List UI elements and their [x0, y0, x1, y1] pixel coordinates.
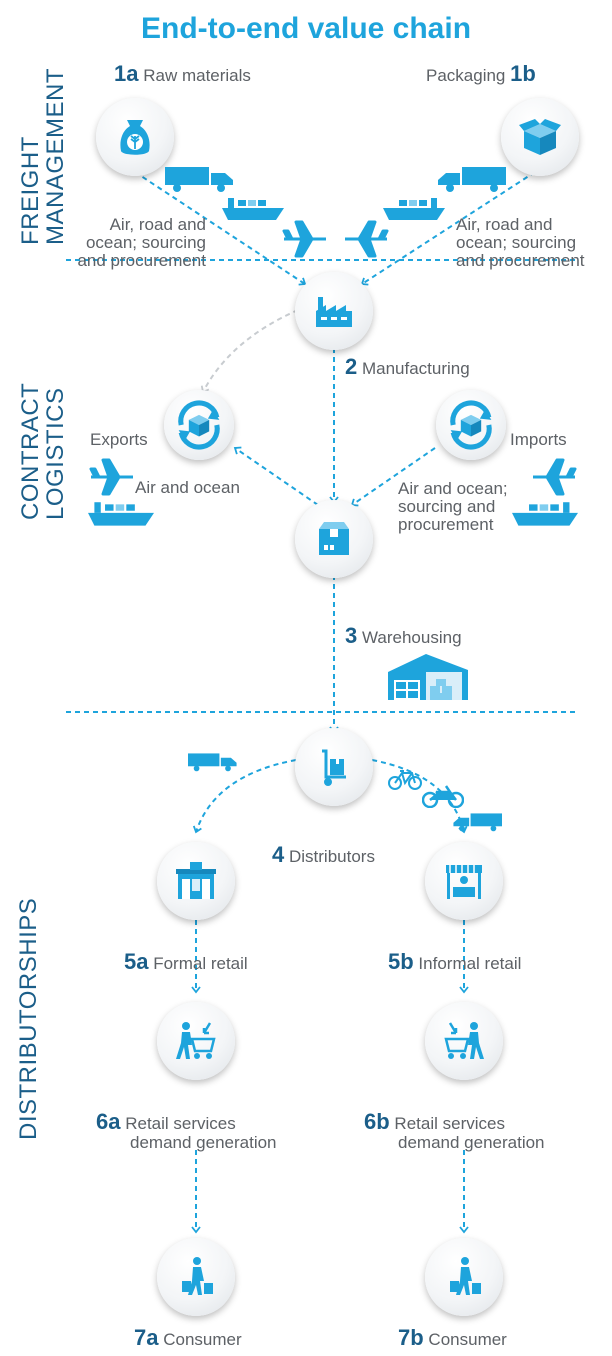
formal-retail-text: Formal retail [153, 954, 248, 973]
exports-airplane-icon [89, 458, 133, 496]
consumer-a-label: 7a Consumer [134, 1325, 242, 1350]
warehousing-label: 3 Warehousing [345, 623, 462, 648]
right-freight-line2: ocean; sourcing [456, 232, 577, 252]
packaging-text: Packaging [426, 66, 506, 85]
shopper-cart-icon-b [444, 1022, 484, 1059]
consumer-b-node [425, 1238, 503, 1316]
consumer-a-node [157, 1238, 235, 1316]
imports-mode-line3: procurement [398, 514, 494, 534]
informal-retail-text: Informal retail [418, 954, 522, 973]
arrow-warehouse-to-exports [233, 446, 319, 506]
motorbike-icon [422, 785, 464, 808]
left-freight-line1: Air, road and [109, 215, 206, 234]
air-and-ocean-label: Air and ocean [135, 478, 240, 497]
raw-materials-number: 1a [114, 61, 139, 86]
informal-retail-number: 5b [388, 949, 414, 974]
informal-retail-node [425, 842, 503, 920]
right-freight-note: Air, road and ocean; sourcing and procur… [456, 216, 585, 270]
sack-icon [120, 120, 150, 155]
consumer-b-text: Consumer [428, 1330, 507, 1349]
airplane-icon-right [345, 220, 389, 258]
imports-mode-line2: sourcing and [398, 496, 496, 516]
manufacturing-text: Manufacturing [361, 359, 470, 378]
truck-icon [165, 167, 233, 192]
formal-retail-number: 5a [124, 949, 149, 974]
imports-ship-icon [512, 502, 578, 526]
consumer-b-number: 7b [398, 1325, 424, 1350]
ship-icon [222, 198, 284, 220]
imports-mode-note: Air and ocean; sourcing and procurement [398, 480, 508, 534]
manufacturing-node [295, 272, 373, 350]
imports-node [436, 390, 506, 460]
retail-services-a-node [157, 1002, 235, 1080]
distributors-node [295, 728, 373, 806]
warehouse-building-icon [388, 654, 468, 700]
retail-services-a-line1: Retail services [125, 1114, 236, 1133]
open-box-icon [519, 119, 561, 155]
informal-retail-label: 5b Informal retail [388, 949, 522, 974]
retail-services-b-node [425, 1002, 503, 1080]
left-freight-line2: ocean; sourcing [85, 232, 206, 252]
retail-services-a-line2: demand generation [130, 1133, 277, 1153]
packaging-number: 1b [510, 61, 536, 86]
warehousing-text: Warehousing [361, 628, 462, 647]
raw-materials-node [96, 98, 174, 176]
formal-retail-node [157, 842, 235, 920]
manufacturing-label: 2 Manufacturing [345, 354, 470, 379]
retail-services-b-label: 6b Retail services demand generation [364, 1109, 545, 1153]
page-title: End-to-end value chain [140, 12, 472, 45]
retail-services-a-number: 6a [96, 1109, 121, 1134]
right-freight-line1: Air, road and [456, 215, 553, 234]
packaging-label: Packaging 1b [426, 61, 536, 86]
consumer-a-number: 7a [134, 1325, 159, 1350]
consumer-a-text: Consumer [163, 1330, 242, 1349]
retail-services-b-line2: demand generation [398, 1133, 545, 1153]
warehousing-number: 3 [345, 623, 358, 648]
retail-services-b-number: 6b [364, 1109, 390, 1134]
packaging-node [501, 98, 579, 176]
hand-truck-icon [322, 749, 346, 786]
export-cycle-icon [178, 400, 220, 450]
raw-materials-label: 1a Raw materials [114, 61, 251, 86]
delivery-truck-icon [188, 753, 237, 772]
exports-node [164, 390, 234, 460]
retail-services-b-line1: Retail services [394, 1114, 505, 1133]
distributors-label: 4 Distributors [272, 842, 375, 867]
exports-ship-icon [88, 502, 154, 526]
arrow-manufacturing-to-exports [200, 309, 299, 394]
shopper-bags-icon [182, 1257, 213, 1295]
distributors-text: Distributors [288, 847, 375, 866]
factory-icon [316, 297, 352, 327]
retail-services-a-label: 6a Retail services demand generation [96, 1109, 277, 1153]
import-cycle-icon [450, 400, 492, 450]
exports-label: Exports [90, 430, 148, 449]
package-icon [319, 522, 349, 555]
left-freight-line3: and procurement [77, 250, 206, 270]
market-stall-icon [446, 865, 482, 899]
truck-icon-right [438, 167, 506, 192]
delivery-van-icon [453, 813, 502, 832]
left-freight-note: Air, road and ocean; sourcing and procur… [77, 216, 206, 270]
bicycle-icon [388, 770, 422, 790]
consumer-b-label: 7b Consumer [398, 1325, 507, 1350]
manufacturing-number: 2 [345, 354, 358, 379]
shopper-cart-icon [176, 1022, 216, 1059]
airplane-icon [282, 220, 326, 258]
arrow-imports-to-warehouse [350, 447, 436, 507]
ship-icon-right [383, 198, 445, 220]
imports-mode-line1: Air and ocean; [398, 479, 508, 498]
warehouse-box-node [295, 500, 373, 578]
imports-label: Imports [510, 430, 567, 449]
arrow-packaging-to-manufacturing [360, 171, 536, 286]
right-freight-line3: and procurement [456, 250, 585, 270]
supermarket-icon [176, 862, 216, 899]
distributors-number: 4 [272, 842, 285, 867]
imports-airplane-icon [533, 458, 577, 496]
shopper-bags-icon-b [450, 1257, 481, 1295]
arrow-raw-to-manufacturing [134, 171, 307, 286]
raw-materials-text: Raw materials [143, 66, 251, 85]
formal-retail-label: 5a Formal retail [124, 949, 248, 974]
